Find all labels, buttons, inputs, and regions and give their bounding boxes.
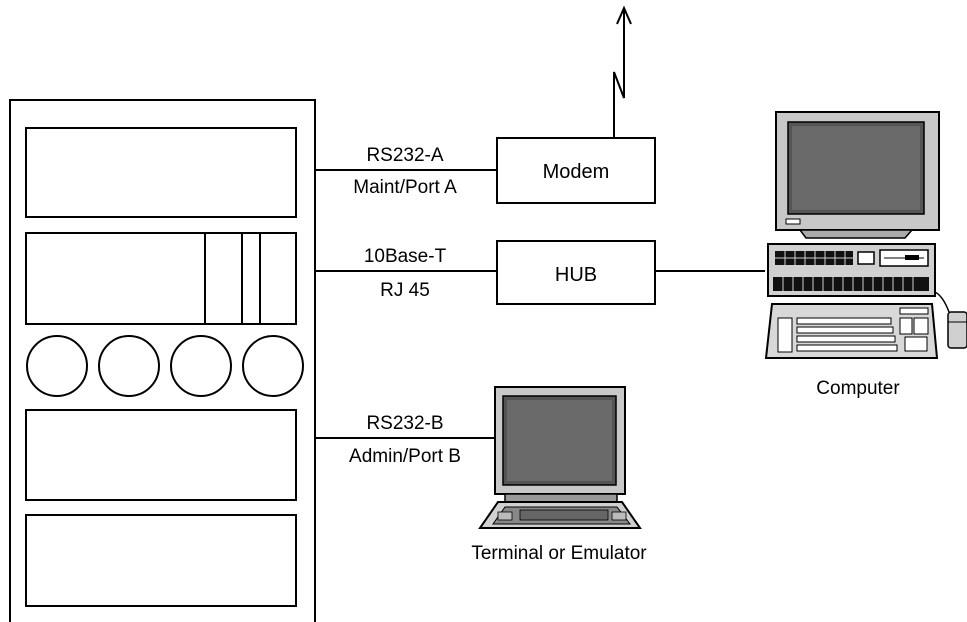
rs232b-title: RS232-B [366, 413, 443, 434]
rs232a-label: RS232-A Maint/Port A [353, 145, 457, 198]
rs232b-label: RS232-B Admin/Port B [349, 413, 461, 467]
rs232b-subtitle: Admin/Port B [349, 446, 461, 467]
wireless-antenna-icon [613, 5, 632, 138]
modem-box [496, 137, 656, 204]
rs232a-title: RS232-A [366, 145, 443, 166]
computer-caption: Computer [816, 378, 900, 399]
ethernet-title: 10Base-T [364, 246, 447, 267]
rack-frame [9, 99, 316, 622]
rack-dial [26, 335, 88, 397]
rack-dial [242, 335, 304, 397]
rs232a-subtitle: Maint/Port A [353, 177, 457, 198]
rack-panel-ports [25, 232, 297, 325]
rack-dial [170, 335, 232, 397]
rack-panel-bottom [25, 514, 297, 607]
rack-circle-row [26, 335, 304, 397]
hub-node: HUB [496, 240, 656, 305]
rack-dial [98, 335, 160, 397]
modem-node: Modem [496, 137, 656, 204]
connections [315, 169, 765, 439]
laptop-terminal-icon [478, 386, 642, 529]
desktop-computer-icon [764, 111, 967, 359]
ethernet-label: 10Base-T RJ 45 [364, 246, 447, 301]
rack-panel-middle [25, 409, 297, 501]
modem-label: Modem [543, 161, 610, 183]
rack-panel-top [25, 127, 297, 218]
ethernet-subtitle: RJ 45 [380, 280, 430, 301]
hub-box [496, 240, 656, 305]
terminal-caption: Terminal or Emulator [471, 543, 647, 564]
equipment-rack [9, 99, 316, 622]
hub-label: HUB [555, 264, 597, 286]
